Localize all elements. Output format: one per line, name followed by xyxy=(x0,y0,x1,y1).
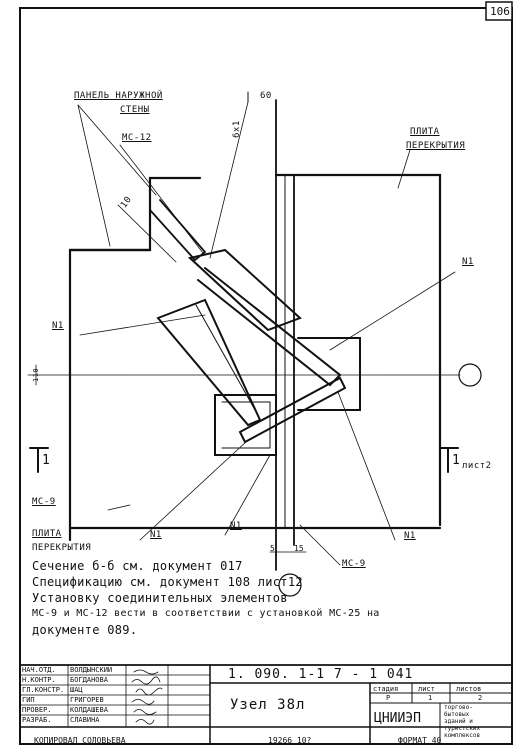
signature-1 xyxy=(133,669,159,675)
label-dim-15: 15 xyxy=(294,544,304,553)
mc9-bracket xyxy=(156,298,262,427)
sheet-number: 106 xyxy=(490,5,510,18)
section-right-ref: лист2 xyxy=(462,461,492,471)
label-slab-top-line1: ПЛИТА xyxy=(410,127,440,137)
label-dim-5: 5 xyxy=(270,544,275,553)
section-label-right: 1 xyxy=(452,453,460,468)
label-angle-6x1: 6х1 xyxy=(232,120,242,138)
axis-bubble-bottom xyxy=(278,573,302,597)
label-dim-110: 110 xyxy=(32,367,40,382)
leader-n1-left xyxy=(79,314,206,336)
sheet-header: лист xyxy=(418,685,435,693)
staff-name-2: БОГДАНОВА xyxy=(70,676,108,684)
signature-6 xyxy=(135,719,155,725)
section-label-left: 1 xyxy=(42,453,50,468)
dim-10-line xyxy=(117,204,177,263)
diagonal-bar-upper xyxy=(149,199,207,262)
staff-name-5: КОЛДАШЕВА xyxy=(70,706,108,714)
staff-role-3: ГЛ.КОНСТР. xyxy=(22,686,65,694)
left-plate xyxy=(214,394,277,456)
label-mc9-right: МС-9 xyxy=(342,559,366,569)
label-slab-top-line2: ПЕРЕКРЫТИЯ xyxy=(406,141,466,151)
sheet-value: 1 xyxy=(428,694,433,702)
label-n1-bottom-c: N1 xyxy=(404,531,416,541)
staff-role-2: Н.КОНТР. xyxy=(22,676,56,684)
org-desc-5: комплексов xyxy=(444,732,481,739)
footer-copied: КОПИРОВАЛ СОЛОВЬЕВА xyxy=(34,736,126,745)
label-mc12-top: МС-12 xyxy=(122,133,152,143)
org-desc-2: бытовых xyxy=(444,711,470,718)
label-panel-line1: ПАНЕЛЬ НАРУЖНОЙ xyxy=(74,91,163,101)
footer-format: ФОРМАТ 40 xyxy=(398,736,442,745)
staff-name-6: СЛАВИНА xyxy=(70,716,100,724)
top-slab-outline xyxy=(274,173,442,527)
org-desc-3: зданий и xyxy=(444,718,473,725)
staff-role-5: ПРОВЕР. xyxy=(22,706,52,714)
mc12-bracket xyxy=(187,248,302,332)
label-n1-right: N1 xyxy=(462,257,474,267)
right-plate xyxy=(297,337,361,411)
label-slab-bottom-line2: ПЕРЕКРЫТИЯ xyxy=(32,543,92,553)
staff-role-6: РАЗРАБ. xyxy=(22,716,52,724)
label-n1-bottom-a: N1 xyxy=(150,530,162,540)
stage-header: стадия xyxy=(373,685,399,693)
note-line-5: документе 089. xyxy=(32,623,138,637)
label-panel-line2: СТЕНЫ xyxy=(120,105,150,115)
note-line-3: Установку соединительных элементов xyxy=(32,591,288,605)
leader-n1-bottom xyxy=(139,439,249,541)
document-code: 1. 090. 1-1 7 - 1 041 xyxy=(228,667,414,682)
staff-name-1: ВОЛДЫНСКИЙ xyxy=(70,666,113,674)
leader-panel-2 xyxy=(77,104,157,196)
footer-inventory: 19266 10? xyxy=(268,736,312,745)
label-dim-60: 60 xyxy=(260,91,272,101)
org-desc-4: туристских xyxy=(444,725,481,732)
staff-name-4: ГРИГОРЕВ xyxy=(70,696,104,704)
label-n1-bottom-b: N1 xyxy=(230,521,242,531)
wall-panel-inner xyxy=(69,177,151,251)
org-desc-1: торгово- xyxy=(444,704,473,711)
organization-name: ЦНИИЭП xyxy=(374,711,421,726)
leader-mc12 xyxy=(119,144,204,254)
sheets-header: листов xyxy=(456,685,482,693)
bottom-tie-plate xyxy=(238,376,347,444)
note-line-4: МС-9 и МС-12 вести в соответствии с уста… xyxy=(32,608,380,619)
sheets-value: 2 xyxy=(478,694,483,702)
wall-panel-outline xyxy=(68,176,202,542)
note-line-2: Спецификацию см. документ 108 лист12 xyxy=(32,575,303,589)
leader-60 xyxy=(209,101,249,259)
label-slab-bottom-line1: ПЛИТА xyxy=(32,529,62,539)
sheet-number-box xyxy=(485,1,513,21)
axis-bubble-right xyxy=(458,363,482,387)
drawing-name: Узел 38л xyxy=(230,697,306,713)
signature-3 xyxy=(135,687,163,696)
signature-5 xyxy=(133,709,157,715)
note-line-1: Сечение б-б см. документ 017 xyxy=(32,559,243,573)
leader-slab-top xyxy=(397,149,411,189)
label-mc9-left: МС-9 xyxy=(32,497,56,507)
staff-role-4: ГИП xyxy=(22,696,35,704)
staff-name-3: ШАЦ xyxy=(70,686,83,694)
leader-n1-right xyxy=(329,271,456,351)
sheet-frame xyxy=(19,7,513,745)
staff-role-1: НАЧ.ОТД. xyxy=(22,666,56,674)
signature-2 xyxy=(131,676,161,685)
leader-panel-1 xyxy=(77,104,111,247)
stage-value: Р xyxy=(386,694,391,702)
signature-4 xyxy=(131,699,155,705)
label-n1-left: N1 xyxy=(52,321,64,331)
